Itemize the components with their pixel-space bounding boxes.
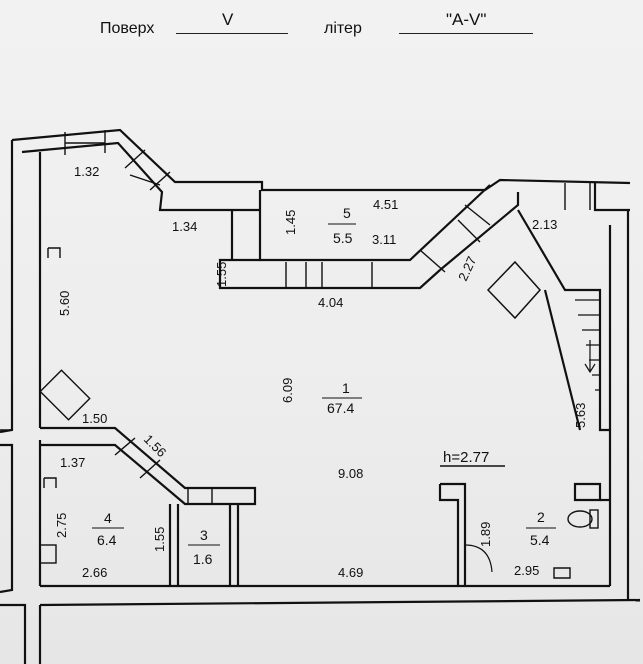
dim-1.34: 1.34 [172,219,197,234]
toilet-tank-icon [589,509,599,529]
ceiling-height: h=2.77 [443,449,489,466]
window-2 [124,149,171,191]
dim-5.63: 5.63 [573,403,588,428]
dim-3.11: 3.11 [372,232,396,247]
letter-underline [399,33,533,34]
room3-number: 3 [200,527,208,543]
dim-4.51: 4.51 [373,197,398,212]
north-wall-inner [21,141,260,212]
dim-9.08: 9.08 [338,466,363,481]
floor-underline [176,33,288,34]
window-west [0,429,12,446]
floor-value: V [222,10,234,29]
room1-number: 1 [342,380,350,396]
room5-number: 5 [343,205,351,221]
room5-diagonal-wall [439,192,520,271]
window-3 [285,262,373,288]
dim-1.37: 1.37 [60,455,85,470]
room5-area: 5.5 [333,230,353,246]
stair-arrow [584,340,596,374]
stair-landing [486,260,542,320]
dim-1.56: 1.56 [141,432,170,461]
dim-1.55-bottom: 1.55 [152,527,167,552]
window-room3 [187,488,213,504]
west-wall-outer [0,140,14,434]
room3-area: 1.6 [193,551,213,567]
dim-1.45: 1.45 [283,210,298,235]
room4-north-wall [40,426,257,506]
south-wall-outer [39,598,641,607]
stair-stringer [543,289,582,431]
dim-4.04: 4.04 [318,295,343,310]
window-5 [564,183,591,210]
dim-6.09: 6.09 [280,378,295,403]
stair-steps [575,299,600,391]
south-west-wall [0,603,27,664]
dim-2.95: 2.95 [514,563,539,578]
dim-1.89: 1.89 [478,522,493,547]
north-wall-outer [11,128,631,192]
dim-2.75: 2.75 [54,513,69,538]
room5-inner-wall [260,184,491,262]
radiator-icon [39,544,57,564]
floor-label: Поверх [100,20,155,37]
room5-south-wall [218,190,441,290]
letter-value: "A-V" [446,10,487,29]
dim-4.69: 4.69 [338,565,363,580]
dim-1.55-top: 1.55 [214,262,229,287]
room4-number: 4 [104,510,112,526]
window-4 [419,204,491,273]
room1-area: 67.4 [327,400,354,416]
socket-icon-2 [43,477,57,488]
window-room4 [114,437,161,479]
stair-outline [517,209,610,432]
room2-west-wall [440,482,467,586]
west-wall-lower-outer [0,443,14,594]
stove-icon [39,369,91,421]
dim-1.32: 1.32 [74,164,99,179]
room2-door-swing [464,544,493,573]
dim-2.66: 2.66 [82,565,107,580]
east-corner [593,183,630,212]
room2-pillar [573,482,602,502]
dim-5.60: 5.60 [57,291,72,316]
dim-2.27: 2.27 [455,254,479,283]
room2-area: 5.4 [530,532,550,548]
room2-west-wall2 [438,484,460,586]
toilet-icon [567,510,593,528]
room4-area: 6.4 [97,532,117,548]
socket-icon [47,247,61,258]
socket-icon-3 [553,567,571,579]
dim-1.50: 1.50 [82,411,107,426]
room2-number: 2 [537,509,545,525]
window-1 [64,130,106,155]
letter-label: літер [324,20,362,37]
dim-2.13: 2.13 [532,217,557,232]
